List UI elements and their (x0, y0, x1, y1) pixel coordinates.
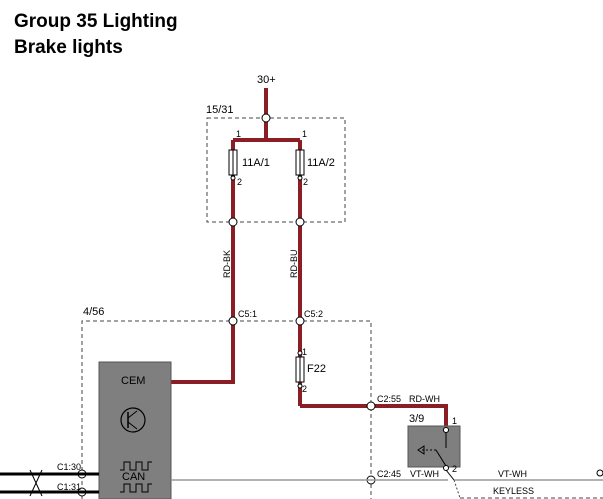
wire-label-rd-wh: RD-WH (409, 394, 440, 404)
f22-name: F22 (307, 363, 326, 375)
conn-c5-2: C5:2 (304, 309, 323, 319)
fuse-a-pin-bottom: 2 (237, 177, 242, 187)
can-twist-b (29, 469, 43, 497)
pin-dot-b2 (297, 175, 303, 181)
pin-dot-f22-2 (297, 383, 303, 389)
switch-pin-2 (443, 465, 449, 471)
page-subtitle: Brake lights (14, 37, 123, 58)
cem-module (98, 361, 172, 499)
f22-pin-bottom: 2 (302, 384, 307, 394)
switch-blade (435, 449, 447, 467)
can-label: CAN (122, 471, 145, 483)
transistor-collector (127, 410, 138, 419)
wire-label-vt-wh: VT-WH (410, 469, 439, 479)
fuse-b-pin-top: 1 (302, 129, 307, 139)
conn-c1-31: C1:31 (57, 482, 81, 492)
node-top (261, 113, 271, 123)
can-wave-top-icon (120, 461, 152, 471)
fuse-b-name: 11A/2 (307, 157, 335, 169)
can-wave-bottom-icon (120, 483, 152, 493)
fuse-box-15-31 (206, 117, 346, 223)
fuse-a-name: 11A/1 (242, 157, 270, 169)
keyless-branch-v (453, 479, 461, 499)
transistor-emitter (127, 421, 138, 430)
switch-pin-2-label: 2 (452, 464, 457, 474)
page-title: Group 35 Lighting (14, 11, 178, 32)
conn-c2-55: C2:55 (377, 394, 401, 404)
switch-pin-1 (443, 427, 449, 433)
node-right-edge (596, 469, 603, 477)
node-11a2-bottom (295, 217, 305, 227)
switch-arrow-icon (417, 445, 425, 455)
wire-label-rd-bu: RD-BU (289, 250, 299, 279)
node-c5-2 (295, 316, 305, 326)
node-c5-1 (228, 316, 238, 326)
switch-pin-1-label: 1 (452, 416, 457, 426)
switch-label: 3/9 (409, 413, 424, 425)
conn-c1-30: C1:30 (57, 462, 81, 472)
conn-c2-45: C2:45 (377, 469, 401, 479)
pin-dot-a2 (230, 175, 236, 181)
node-11a1-bottom (228, 217, 238, 227)
f22-pin-top: 1 (302, 347, 307, 357)
brake-light-switch (407, 425, 461, 468)
pin-dot-f22-1 (297, 350, 303, 356)
wire-label-vt-wh-2: VT-WH (498, 469, 527, 479)
node-c2-55 (366, 401, 376, 411)
cem-title: CEM (121, 375, 145, 387)
wire-switch-out (445, 469, 455, 481)
keyless-label: KEYLESS (493, 486, 534, 496)
supply-label: 30+ (257, 74, 276, 86)
fuse-box-label: 15/31 (206, 104, 234, 116)
fuse-b-pin-bottom: 2 (303, 177, 308, 187)
transistor-icon (120, 407, 146, 433)
fuse-a-pin-top: 1 (236, 129, 241, 139)
conn-c5-1: C5:1 (238, 309, 257, 319)
module-box-label: 4/56 (83, 306, 104, 318)
wire-label-rd-bk: RD-BK (222, 250, 232, 278)
